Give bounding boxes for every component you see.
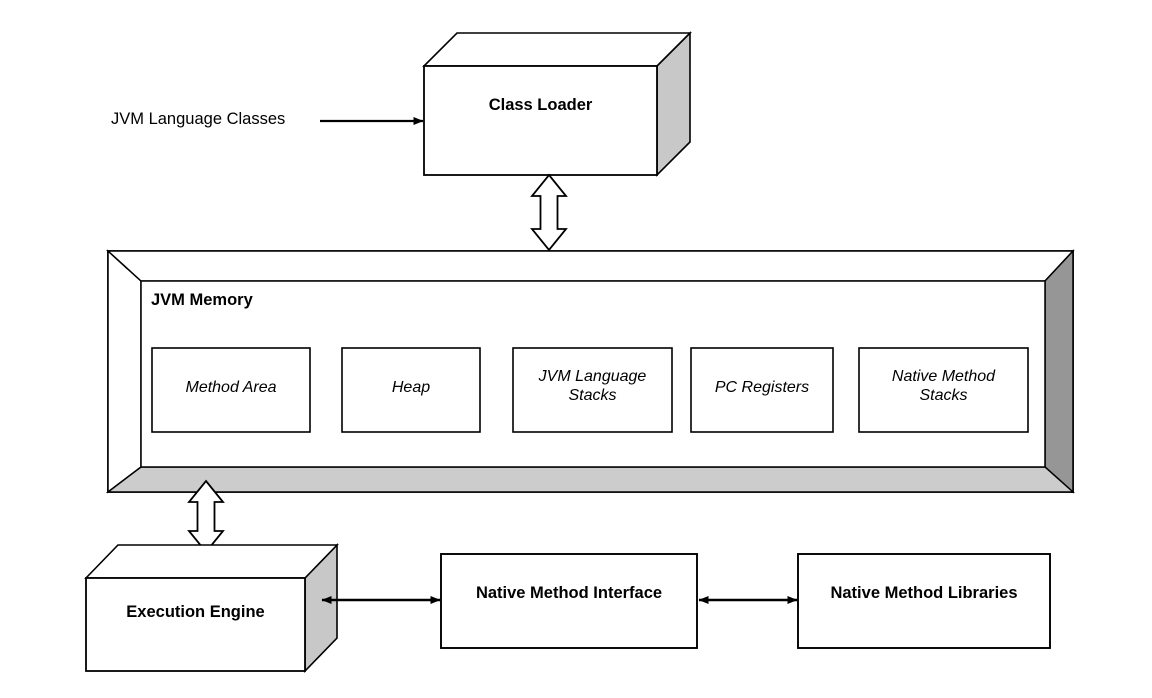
- jvm-memory-bottom-strip: [105, 466, 1075, 493]
- native-method-interface-box: [440, 553, 698, 649]
- execution-engine-top-face: [84, 544, 339, 579]
- memory-region-box-3: [690, 347, 834, 433]
- class-loader-front-face: [423, 65, 658, 176]
- memory-region-box-4: [858, 347, 1029, 433]
- class-loader-box: [422, 31, 692, 177]
- memory-region-box-0: [151, 347, 311, 433]
- jvm-memory-right-face: [1044, 249, 1074, 494]
- execution-engine-front-face: [85, 577, 306, 672]
- class-loader-to-jvm-memory-arrow: [530, 173, 568, 252]
- execution-engine-box: [84, 543, 339, 673]
- native-method-libraries-box: [797, 553, 1051, 649]
- jvm-memory-left-bevel: [107, 249, 142, 494]
- jvm-memory-top-bevel: [106, 250, 1075, 282]
- memory-region-box-1: [341, 347, 481, 433]
- class-loader-top-face: [422, 32, 692, 67]
- memory-region-box-2: [512, 347, 673, 433]
